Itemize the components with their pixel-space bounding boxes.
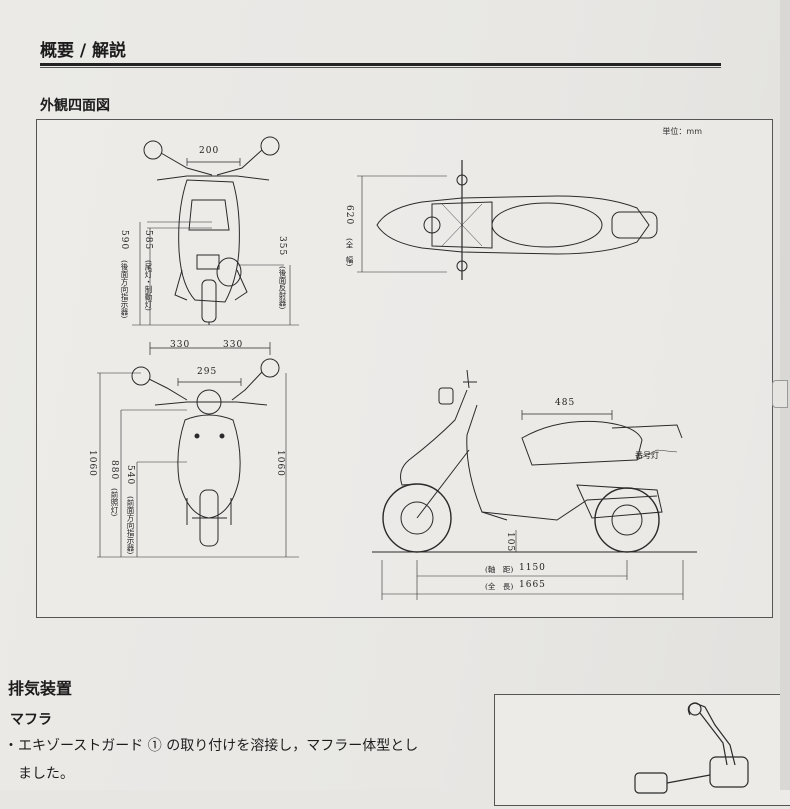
four-view-figure: 単位：mm xyxy=(36,119,773,618)
muffler-line-1: ・エキゾーストガード ① の取り付けを溶接し，マフラー体型とし xyxy=(4,738,419,754)
page-tab xyxy=(772,380,788,408)
dim-rear-turn-height: 590 xyxy=(119,230,129,251)
label-overall-width: (全 幅) xyxy=(345,238,354,267)
dim-half-width-right: 330 xyxy=(223,340,244,350)
side-view-drawing xyxy=(382,369,683,553)
dim-handle-width: 295 xyxy=(197,367,218,377)
dim-head-height: 880 xyxy=(109,460,119,481)
scooter-drawings xyxy=(97,136,697,600)
dim-tail-height: 585 xyxy=(143,230,153,251)
muffler-heading: マフラ xyxy=(10,712,52,728)
unit-label: 単位：mm xyxy=(662,127,702,136)
dim-overall-height: 1060 xyxy=(87,450,97,477)
label-tail: (尾灯・制動灯) xyxy=(144,260,153,311)
label-rear-turn: (後面方向指示器) xyxy=(120,260,129,319)
top-view-drawing xyxy=(376,160,658,280)
muffler-line-2: ました。 xyxy=(4,766,74,782)
dim-wheelbase: 1150 xyxy=(519,563,546,573)
dim-half-width-left: 330 xyxy=(170,340,191,350)
muffler-description: ・エキゾーストガード ① の取り付けを溶接し，マフラー体型とし ました。 xyxy=(4,732,484,788)
rear-view-drawing xyxy=(143,136,280,325)
title-rule-thin xyxy=(40,67,721,68)
dim-right-height: 1060 xyxy=(275,450,285,477)
figure-heading: 外観四面図 xyxy=(40,98,110,114)
bleed-through-text xyxy=(520,28,530,58)
label-wheelbase: (軸 距) xyxy=(485,565,514,574)
section-title: 概要 / 解説 xyxy=(40,41,127,61)
dim-front-turn-height: 540 xyxy=(125,465,135,486)
dim-overall-length: 1665 xyxy=(519,580,546,590)
label-plate-light: 番号灯 xyxy=(635,451,659,460)
dim-mirror-width: 200 xyxy=(199,146,220,156)
label-overall-length: (全 長) xyxy=(485,582,514,591)
title-rule xyxy=(40,63,721,66)
label-head: (前照灯) xyxy=(110,488,119,517)
front-view-drawing xyxy=(131,358,280,547)
muffler-drawing xyxy=(634,702,749,794)
label-front-turn: (前面方向指示器) xyxy=(126,496,135,555)
dim-seat-length: 485 xyxy=(555,398,576,408)
dim-reflector-height: 355 xyxy=(277,236,287,257)
muffler-figure-box xyxy=(494,694,790,806)
exhaust-heading: 排気装置 xyxy=(8,679,73,698)
label-reflector: (後面反射器) xyxy=(278,266,287,310)
dim-ground-clearance: 105 xyxy=(505,532,515,553)
dim-overall-width: 620 xyxy=(344,205,354,226)
